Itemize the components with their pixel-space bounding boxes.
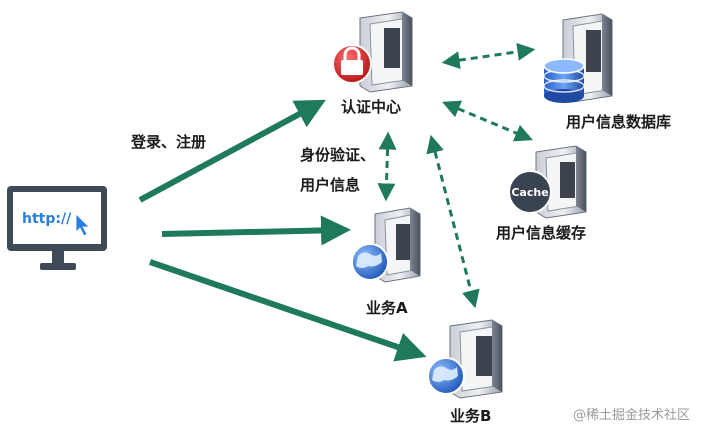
lock-icon xyxy=(332,44,372,84)
globe-icon xyxy=(427,357,465,395)
biz-b-label: 业务B xyxy=(450,407,492,425)
globe-icon xyxy=(351,243,389,281)
cursor-icon xyxy=(75,213,90,237)
cache-icon: Cache xyxy=(508,170,552,214)
cache-label: 用户信息缓存 xyxy=(496,224,587,242)
arrow-client-to-auth xyxy=(138,99,326,203)
client-url-text: http:// xyxy=(22,211,72,227)
auth-center-server xyxy=(359,11,413,93)
dashed-arrow-auth-cache xyxy=(442,100,533,142)
user-db-label: 用户信息数据库 xyxy=(566,113,672,131)
watermark: @稀土掘金技术社区 xyxy=(573,408,691,423)
verify-label-line2: 用户信息 xyxy=(300,176,361,194)
auth-center-label: 认证中心 xyxy=(341,98,402,116)
dashed-arrow-auth-userdb xyxy=(441,42,536,70)
cache-badge: Cache xyxy=(511,186,548,199)
dashed-arrow-auth-bizB xyxy=(426,134,480,309)
monitor-icon xyxy=(7,186,107,270)
arrow-client-to-bizA xyxy=(161,215,351,246)
verify-label-line1: 身份验证、 xyxy=(300,146,376,164)
biz-a-label: 业务A xyxy=(366,299,408,317)
database-icon xyxy=(543,58,585,103)
dashed-arrow-auth-bizA xyxy=(377,131,397,202)
arrow-client-to-bizB xyxy=(149,259,427,362)
login-register-label: 登录、注册 xyxy=(131,133,207,151)
